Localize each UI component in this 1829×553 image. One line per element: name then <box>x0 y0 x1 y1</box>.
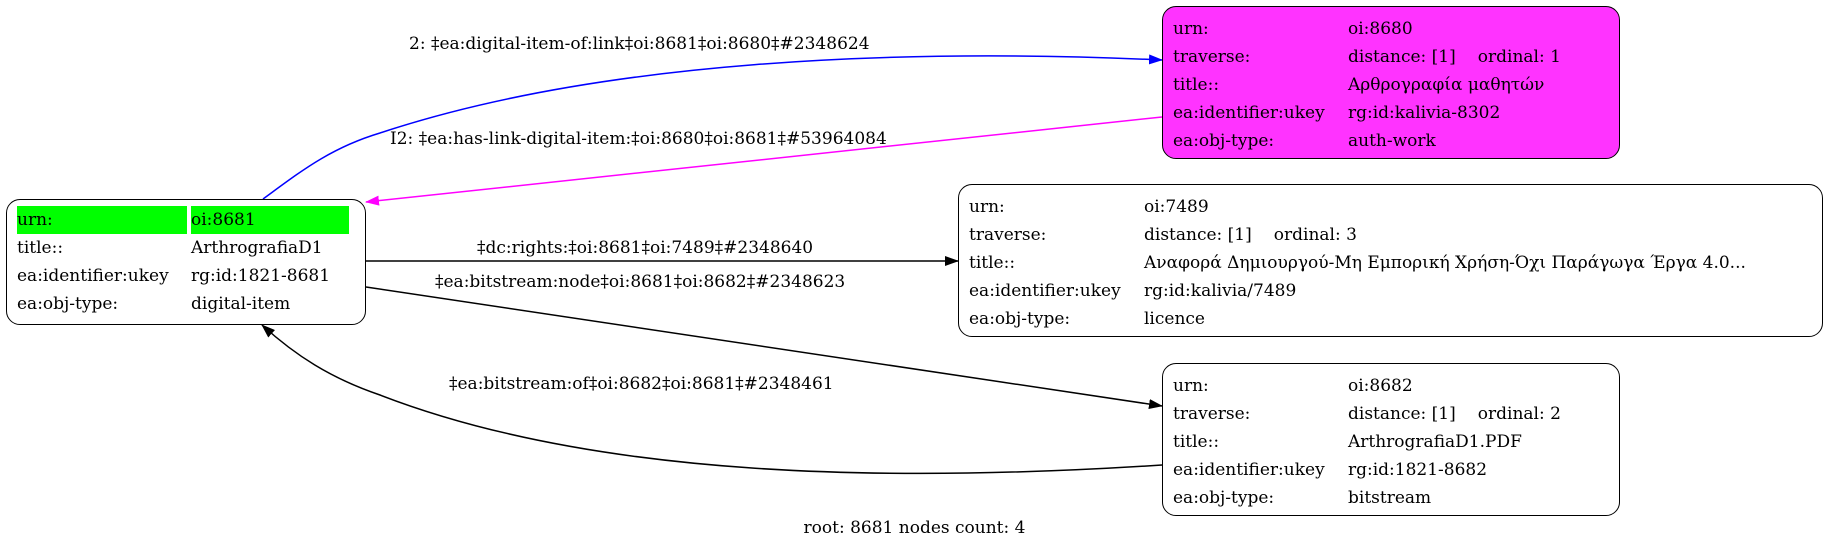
row-key: traverse: <box>969 225 1047 245</box>
row-value: rg:id:kalivia-8302 <box>1348 103 1501 123</box>
edge-digital-item-of <box>262 54 1163 200</box>
edge-label-bitstream-of: ‡ea:bitstream:of‡oi:8682‡oi:8681‡#234846… <box>449 374 834 394</box>
node-row: ea:obj-type: auth-work <box>1173 127 1609 155</box>
row-value: ordinal: 2 <box>1477 404 1561 424</box>
edge-bitstream-node <box>365 286 1163 410</box>
row-key: urn: <box>1173 376 1209 396</box>
node-row: ea:obj-type: bitstream <box>1173 484 1609 512</box>
node-8680[interactable]: urn: oi:8680 traverse: distance: [1] ord… <box>1162 6 1620 159</box>
row-value: distance: [1] <box>1348 404 1456 424</box>
node-row: traverse: distance: [1] ordinal: 1 <box>1173 43 1609 71</box>
node-row: urn: oi:8682 <box>1173 372 1609 400</box>
node-row: title:: Αρθρογραφία μαθητών <box>1173 71 1609 99</box>
row-key: title:: <box>969 253 1016 273</box>
row-key: traverse: <box>1173 47 1251 67</box>
node-row: urn: oi:8681 <box>17 206 355 234</box>
node-row: urn: oi:8680 <box>1173 15 1609 43</box>
node-row: title:: ArthrografiaD1 <box>17 234 355 262</box>
row-value: rg:id:1821-8682 <box>1348 460 1488 480</box>
row-value: oi:8681 <box>191 206 349 234</box>
node-row: ea:identifier:ukey rg:id:kalivia-8302 <box>1173 99 1609 127</box>
row-key: ea:identifier:ukey <box>17 266 169 286</box>
edge-label-bitstream-node: ‡ea:bitstream:node‡oi:8681‡oi:8682‡#2348… <box>435 272 846 292</box>
graph-footer: root: 8681 nodes count: 4 <box>803 518 1026 538</box>
row-key: ea:obj-type: <box>17 294 119 314</box>
row-value: digital-item <box>191 294 291 314</box>
node-8682[interactable]: urn: oi:8682 traverse: distance: [1] ord… <box>1162 363 1620 516</box>
edge-has-link-digital-item <box>365 116 1163 206</box>
row-value: oi:8682 <box>1348 376 1413 396</box>
row-key: urn: <box>17 206 187 234</box>
row-key: traverse: <box>1173 404 1251 424</box>
row-value: rg:id:1821-8681 <box>191 266 331 286</box>
row-value: auth-work <box>1348 131 1436 151</box>
node-row: title:: Αναφορά Δημιουργού-Μη Εμπορική Χ… <box>969 249 1812 277</box>
row-key: ea:identifier:ukey <box>969 281 1121 301</box>
edge-label-digital-item-of: 2: ‡ea:digital-item-of:link‡oi:8681‡oi:8… <box>409 34 870 54</box>
node-row: urn: oi:7489 <box>969 193 1812 221</box>
row-key: title:: <box>17 238 64 258</box>
row-value: ArthrografiaD1.PDF <box>1348 432 1522 452</box>
node-row: traverse: distance: [1] ordinal: 3 <box>969 221 1812 249</box>
row-key: ea:obj-type: <box>1173 131 1275 151</box>
row-value: rg:id:kalivia/7489 <box>1144 281 1297 301</box>
edge-label-dc-rights: ‡dc:rights:‡oi:8681‡oi:7489‡#2348640 <box>477 238 814 258</box>
node-row: ea:obj-type: digital-item <box>17 290 355 318</box>
edge-bitstream-of <box>261 324 1163 475</box>
row-value: ArthrografiaD1 <box>191 238 323 258</box>
row-value: Αρθρογραφία μαθητών <box>1348 75 1545 95</box>
node-7489[interactable]: urn: oi:7489 traverse: distance: [1] ord… <box>958 184 1823 337</box>
row-value: distance: [1] <box>1348 47 1456 67</box>
row-key: ea:obj-type: <box>1173 488 1275 508</box>
row-key: ea:obj-type: <box>969 309 1071 329</box>
row-value: oi:8680 <box>1348 19 1413 39</box>
row-key: ea:identifier:ukey <box>1173 103 1325 123</box>
edge-label-has-link-digital-item: I2: ‡ea:has-link-digital-item:‡oi:8680‡o… <box>390 129 887 149</box>
row-key: ea:identifier:ukey <box>1173 460 1325 480</box>
node-root[interactable]: urn: oi:8681 title:: ArthrografiaD1 ea:i… <box>6 199 366 325</box>
row-value: licence <box>1144 309 1205 329</box>
row-key: title:: <box>1173 432 1220 452</box>
row-key: title:: <box>1173 75 1220 95</box>
row-key: urn: <box>969 197 1005 217</box>
row-value: ordinal: 1 <box>1477 47 1561 67</box>
node-row: ea:identifier:ukey rg:id:kalivia/7489 <box>969 277 1812 305</box>
node-row: ea:obj-type: licence <box>969 305 1812 333</box>
node-row: traverse: distance: [1] ordinal: 2 <box>1173 400 1609 428</box>
node-row: title:: ArthrografiaD1.PDF <box>1173 428 1609 456</box>
node-row: ea:identifier:ukey rg:id:1821-8681 <box>17 262 355 290</box>
row-key: urn: <box>1173 19 1209 39</box>
row-value: oi:7489 <box>1144 197 1209 217</box>
node-row: ea:identifier:ukey rg:id:1821-8682 <box>1173 456 1609 484</box>
row-value: Αναφορά Δημιουργού-Μη Εμπορική Χρήση-Όχι… <box>1144 253 1746 273</box>
row-value: distance: [1] <box>1144 225 1252 245</box>
row-value: ordinal: 3 <box>1273 225 1357 245</box>
row-value: bitstream <box>1348 488 1432 508</box>
